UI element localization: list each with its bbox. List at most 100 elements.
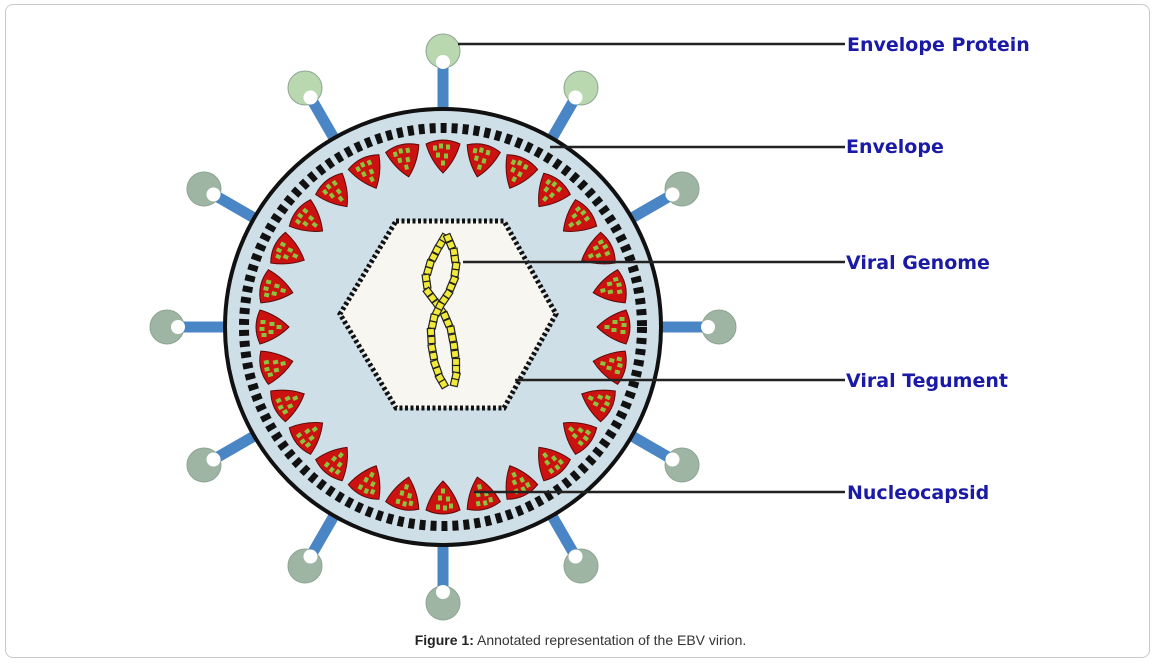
spike-head-notch xyxy=(303,90,318,105)
tegument-mark xyxy=(361,171,367,178)
tegument-mark xyxy=(612,320,618,324)
tegument-mark xyxy=(284,395,291,402)
tegument-mark xyxy=(322,188,329,196)
tegument-mark xyxy=(299,438,306,445)
tegument-mark xyxy=(607,289,614,295)
tegument-lobe xyxy=(581,231,616,265)
tegument-mark xyxy=(438,495,442,501)
tegument-mark xyxy=(359,161,366,168)
viral-tegument-lobes xyxy=(255,139,631,515)
spike-head-notch xyxy=(171,320,185,334)
tegument-mark xyxy=(280,361,286,367)
tegument-mark xyxy=(275,253,282,260)
tegument-mark xyxy=(261,333,267,337)
tegument-mark xyxy=(555,186,563,193)
tegument-mark xyxy=(272,359,279,365)
tegument-mark xyxy=(597,239,604,246)
tegument-mark xyxy=(592,245,599,251)
tegument-mark xyxy=(436,504,440,510)
tegument-mark xyxy=(267,372,274,378)
genome-bead xyxy=(442,232,454,244)
tegument-lobe xyxy=(592,350,627,385)
label-envelope: Envelope xyxy=(846,136,944,158)
figure-caption: Figure 1: Annotated representation of th… xyxy=(0,632,1161,648)
tegument-mark xyxy=(611,328,617,332)
tegument-mark xyxy=(282,408,289,415)
tegument-mark xyxy=(403,164,409,170)
tegument-mark xyxy=(368,176,375,183)
tegument-mark xyxy=(369,488,376,495)
tegument-mark xyxy=(478,147,484,153)
tegument-mark xyxy=(477,164,483,170)
tegument-mark xyxy=(519,476,525,483)
tegument-mark xyxy=(577,427,584,434)
genome-bead xyxy=(427,251,440,263)
tegument-mark xyxy=(263,359,270,365)
tegument-mark xyxy=(443,505,447,511)
tegument-mark xyxy=(510,159,517,166)
tegument-mark xyxy=(328,466,335,473)
tegument-mark xyxy=(604,325,610,329)
tegument-mark xyxy=(263,286,269,292)
tegument-mark xyxy=(616,356,623,362)
spike-head-notch xyxy=(665,452,680,467)
tegument-mark xyxy=(307,214,315,222)
tegument-mark xyxy=(606,281,613,287)
tegument-mark xyxy=(516,171,523,178)
genome-bead xyxy=(431,244,443,256)
tegument-mark xyxy=(334,468,341,476)
tegument-lobe xyxy=(255,309,290,345)
tegument-mark xyxy=(574,206,582,213)
tegument-mark xyxy=(279,241,287,248)
tegument-mark xyxy=(606,365,612,371)
tegument-mark xyxy=(323,461,331,468)
tegument-mark xyxy=(602,243,609,250)
tegument-lobe xyxy=(425,139,461,174)
tegument-mark xyxy=(398,148,404,154)
tegument-mark xyxy=(397,157,403,164)
tegument-mark xyxy=(330,455,338,463)
tegument-mark xyxy=(473,155,479,162)
spike-stem xyxy=(623,428,673,463)
tegument-mark xyxy=(304,428,311,435)
genome-bead xyxy=(428,351,439,361)
tegument-mark xyxy=(308,434,315,442)
tegument-mark xyxy=(269,322,275,326)
tegument-mark xyxy=(271,291,278,297)
spike-stem xyxy=(544,97,579,147)
tegument-lobe xyxy=(288,422,324,455)
tegument-mark xyxy=(617,362,623,368)
tegument-mark xyxy=(328,192,336,199)
tegument-mark xyxy=(477,484,483,490)
tegument-mark xyxy=(395,498,401,505)
label-viral-genome: Viral Genome xyxy=(846,252,990,274)
tegument-lobe xyxy=(385,476,420,511)
tegument-mark xyxy=(592,400,599,407)
tegument-mark xyxy=(571,432,579,440)
tegument-mark xyxy=(264,366,270,372)
tegument-mark xyxy=(402,501,408,507)
tegument-mark xyxy=(403,484,409,490)
tegument-mark xyxy=(436,152,440,158)
tegument-lobe xyxy=(385,143,420,178)
tegument-lobe xyxy=(466,143,501,178)
spike-head-notch xyxy=(701,320,715,334)
tegument-mark xyxy=(274,283,280,289)
tegument-mark xyxy=(276,325,282,329)
tegument-mark xyxy=(449,503,453,509)
tegument-mark xyxy=(604,394,611,401)
tegument-mark xyxy=(584,429,592,436)
tegument-mark xyxy=(355,166,362,173)
tegument-mark xyxy=(399,490,405,496)
genome-bead xyxy=(446,325,456,335)
tegument-mark xyxy=(335,188,342,195)
genome-bead xyxy=(449,377,460,388)
tegument-mark xyxy=(265,279,272,285)
tegument-mark xyxy=(568,221,575,228)
tegument-mark xyxy=(587,252,594,259)
tegument-mark xyxy=(551,181,558,188)
leader-lines xyxy=(458,42,845,494)
tegument-mark xyxy=(510,166,516,173)
genome-bead xyxy=(447,333,458,343)
genome-bead xyxy=(426,327,436,337)
